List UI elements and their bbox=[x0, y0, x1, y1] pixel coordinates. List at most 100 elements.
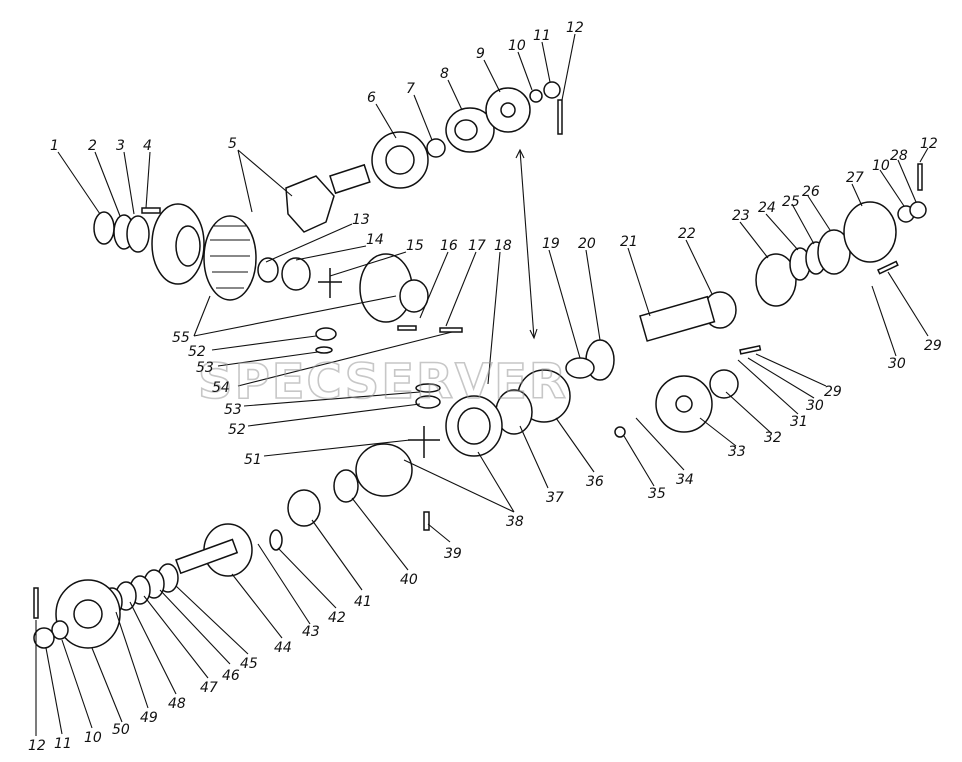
callout-labels: 1 2 3 4 5 6 7 8 9 10 11 12 13 14 15 16 1… bbox=[28, 20, 942, 754]
callout-28: 28 bbox=[890, 148, 908, 164]
pinion-shaft-part bbox=[329, 163, 371, 195]
washer-53b-part bbox=[415, 383, 441, 393]
callout-27: 27 bbox=[846, 170, 864, 186]
watermark-text: SPECSERVER bbox=[198, 354, 568, 410]
callout-52-lower: 52 bbox=[228, 422, 246, 438]
diff-housing-bore bbox=[175, 225, 201, 267]
gasket-23-part bbox=[755, 253, 797, 307]
callout-11-bottom: 11 bbox=[54, 736, 72, 752]
callout-45: 45 bbox=[240, 656, 258, 672]
callout-18: 18 bbox=[494, 238, 512, 254]
callout-40: 40 bbox=[400, 572, 418, 588]
callout-43: 43 bbox=[302, 624, 320, 640]
washer-53-part bbox=[315, 346, 333, 354]
washer-10-part bbox=[529, 89, 543, 103]
callout-55: 55 bbox=[172, 330, 190, 346]
bolt-part bbox=[141, 207, 161, 214]
callout-20: 20 bbox=[578, 236, 596, 252]
callout-48: 48 bbox=[168, 696, 186, 712]
callout-22: 22 bbox=[678, 226, 696, 242]
callout-15: 15 bbox=[406, 238, 424, 254]
bearing-41-part bbox=[287, 489, 321, 527]
callout-44: 44 bbox=[274, 640, 292, 656]
diff-case-hub bbox=[399, 279, 429, 313]
assembly-arrow-head-top bbox=[515, 148, 525, 159]
ring-7-part bbox=[426, 138, 446, 158]
bolt-31-part bbox=[739, 344, 762, 355]
callout-47: 47 bbox=[200, 680, 218, 696]
callout-35: 35 bbox=[648, 486, 666, 502]
callout-25: 25 bbox=[782, 194, 800, 210]
callout-9: 9 bbox=[476, 46, 485, 62]
callout-6: 6 bbox=[367, 90, 376, 106]
callout-14: 14 bbox=[366, 232, 384, 248]
callout-8: 8 bbox=[440, 66, 449, 82]
callout-10-top: 10 bbox=[508, 38, 526, 54]
callout-32: 32 bbox=[764, 430, 782, 446]
cotter-pin-part bbox=[557, 99, 563, 135]
callout-10-bottom: 10 bbox=[84, 730, 102, 746]
shaft-21-part bbox=[639, 295, 716, 342]
shaft-43-part bbox=[175, 538, 239, 575]
nut-35-part bbox=[614, 426, 626, 438]
callout-17: 17 bbox=[468, 238, 486, 254]
callout-50: 50 bbox=[112, 722, 130, 738]
bearing-part bbox=[126, 215, 150, 253]
callout-38: 38 bbox=[506, 514, 524, 530]
pinion-14-part bbox=[281, 257, 311, 291]
bolt-39-part bbox=[423, 511, 430, 531]
housing-38b-part bbox=[355, 443, 413, 497]
callout-19: 19 bbox=[542, 236, 560, 252]
callout-31: 31 bbox=[790, 414, 808, 430]
gear-33-hub bbox=[675, 395, 693, 413]
gear-40-part bbox=[333, 469, 359, 503]
assembly-arrow-head-bottom bbox=[529, 328, 538, 340]
callout-51: 51 bbox=[244, 452, 262, 468]
washer-13-part bbox=[257, 257, 279, 283]
spider-15-part bbox=[318, 268, 342, 298]
callout-42: 42 bbox=[328, 610, 346, 626]
callout-1: 1 bbox=[50, 138, 59, 154]
snap-ring-part bbox=[93, 211, 115, 245]
bearing-32-part bbox=[709, 369, 739, 399]
callout-37: 37 bbox=[546, 490, 564, 506]
callout-12-right: 12 bbox=[920, 136, 938, 152]
bolt-29-part bbox=[877, 260, 899, 275]
callout-12-bottom: 12 bbox=[28, 738, 46, 754]
nut-11-part bbox=[543, 81, 561, 99]
callout-30-mid: 30 bbox=[806, 398, 824, 414]
callout-36: 36 bbox=[586, 474, 604, 490]
parts-group bbox=[33, 81, 927, 649]
spider-38-part bbox=[408, 426, 440, 458]
ring-gear-part bbox=[203, 215, 257, 301]
callout-24: 24 bbox=[758, 200, 776, 216]
callout-16: 16 bbox=[440, 238, 458, 254]
bearing-8-bore bbox=[454, 119, 478, 141]
bolt-17-part bbox=[439, 327, 463, 333]
callout-52-upper: 52 bbox=[188, 344, 206, 360]
nut-28-part bbox=[909, 201, 927, 219]
callout-12-top: 12 bbox=[566, 20, 584, 36]
flange-27-part bbox=[843, 201, 897, 263]
callout-10-right: 10 bbox=[872, 158, 890, 174]
gear-9-hub bbox=[500, 102, 516, 118]
bolt-16-part bbox=[397, 325, 417, 331]
ring-19-part bbox=[565, 357, 595, 379]
callout-53-lower: 53 bbox=[224, 402, 242, 418]
bearing-6-bore bbox=[385, 145, 415, 175]
callout-4: 4 bbox=[143, 138, 152, 154]
callout-26: 26 bbox=[802, 184, 820, 200]
bevel-pinion-part bbox=[285, 175, 335, 233]
callout-54: 54 bbox=[212, 380, 230, 396]
ring-42-part bbox=[269, 529, 283, 551]
callout-30-right: 30 bbox=[888, 356, 906, 372]
ring-gear-teeth bbox=[210, 225, 250, 289]
gear-52-part bbox=[315, 327, 337, 341]
callout-13: 13 bbox=[352, 212, 370, 228]
nut-11c-part bbox=[33, 627, 55, 649]
callout-34: 34 bbox=[676, 472, 694, 488]
cotter-12b-part bbox=[917, 163, 923, 191]
assembly-arrow bbox=[519, 149, 535, 339]
